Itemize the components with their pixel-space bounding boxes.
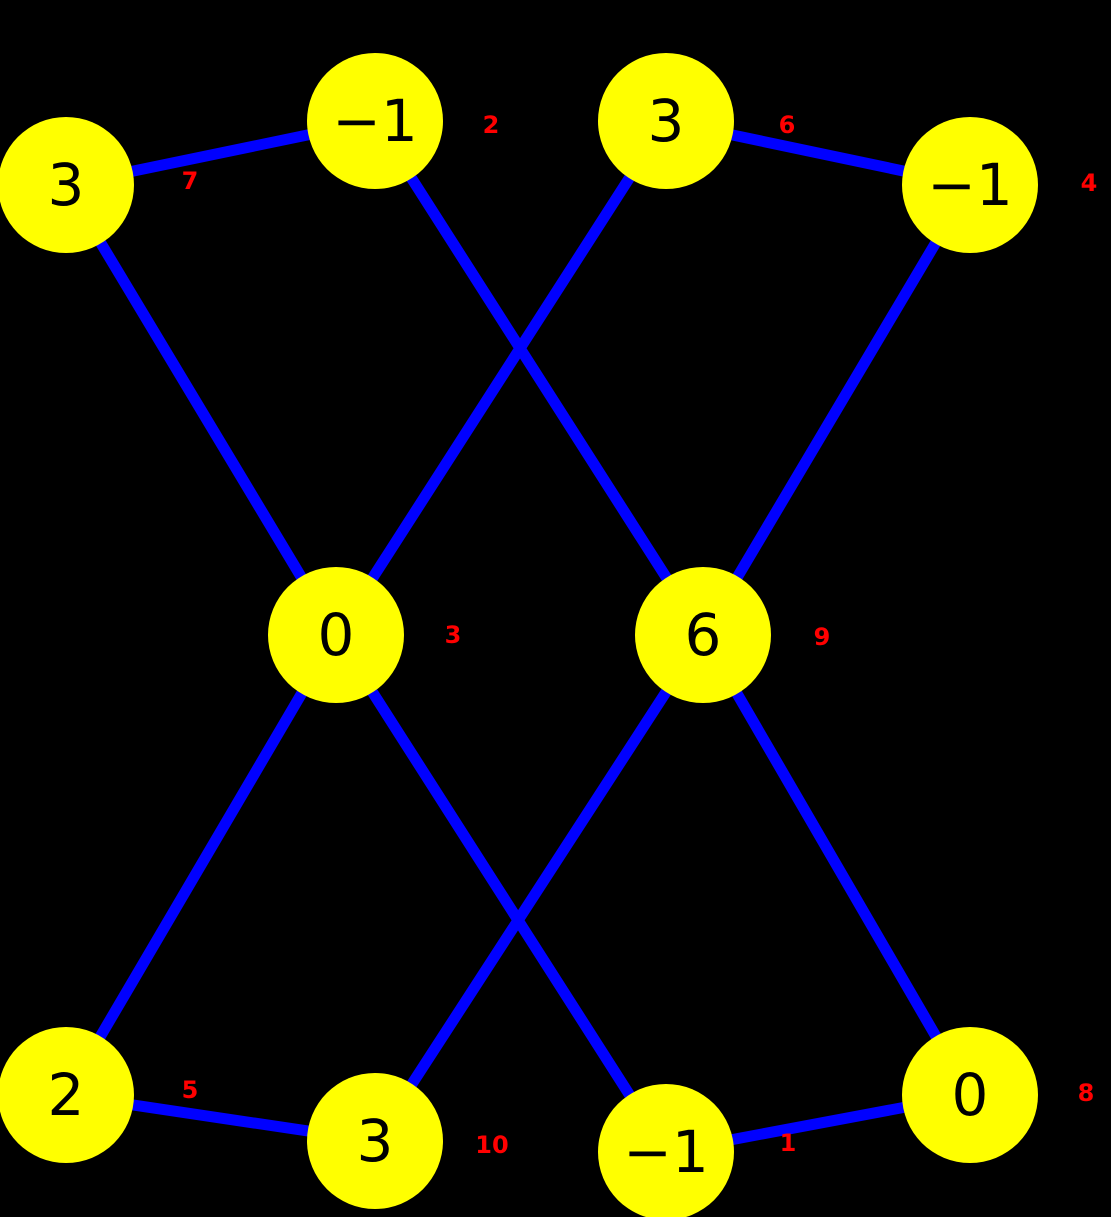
node-id-label: 10	[475, 1131, 508, 1159]
graph-node: −1 4	[902, 117, 1097, 253]
graph-edge	[330, 629, 672, 1158]
node-circle	[598, 53, 734, 189]
graph-node: −1 1	[598, 1084, 796, 1217]
node-value: −1	[332, 87, 418, 155]
node-value: 0	[952, 1061, 989, 1129]
graph-node: −1 2	[307, 53, 499, 189]
node-id-label: 1	[780, 1129, 797, 1157]
node-id-label: 5	[182, 1076, 199, 1104]
node-id-label: 2	[483, 111, 500, 139]
graph-edge	[60, 629, 342, 1101]
node-circle	[307, 1073, 443, 1209]
node-circle	[307, 53, 443, 189]
node-circle	[902, 117, 1038, 253]
node-value: 3	[48, 151, 85, 219]
node-value: −1	[927, 151, 1013, 219]
graph-edge	[330, 115, 672, 641]
node-circle	[902, 1027, 1038, 1163]
node-circle	[598, 1084, 734, 1217]
graph-node: 3 10	[307, 1073, 509, 1209]
node-id-label: 6	[779, 111, 796, 139]
node-circle	[0, 117, 134, 253]
graph-edge	[697, 629, 976, 1101]
node-value: 3	[357, 1107, 394, 1175]
node-value: 6	[685, 601, 722, 669]
node-id-label: 4	[1081, 169, 1098, 197]
node-value: 3	[648, 87, 685, 155]
node-value: 2	[48, 1061, 85, 1129]
node-value: −1	[623, 1118, 709, 1186]
node-circle	[635, 567, 771, 703]
node-id-label: 3	[445, 621, 462, 649]
node-circle	[268, 567, 404, 703]
node-id-label: 7	[182, 167, 199, 195]
node-id-label: 8	[1078, 1079, 1095, 1107]
graph-edge	[369, 115, 709, 641]
graph-edge	[697, 179, 976, 641]
node-circle	[0, 1027, 134, 1163]
node-value: 0	[318, 601, 355, 669]
graph-edge	[60, 179, 342, 641]
graph-edge	[369, 629, 709, 1147]
node-id-label: 9	[814, 623, 831, 651]
